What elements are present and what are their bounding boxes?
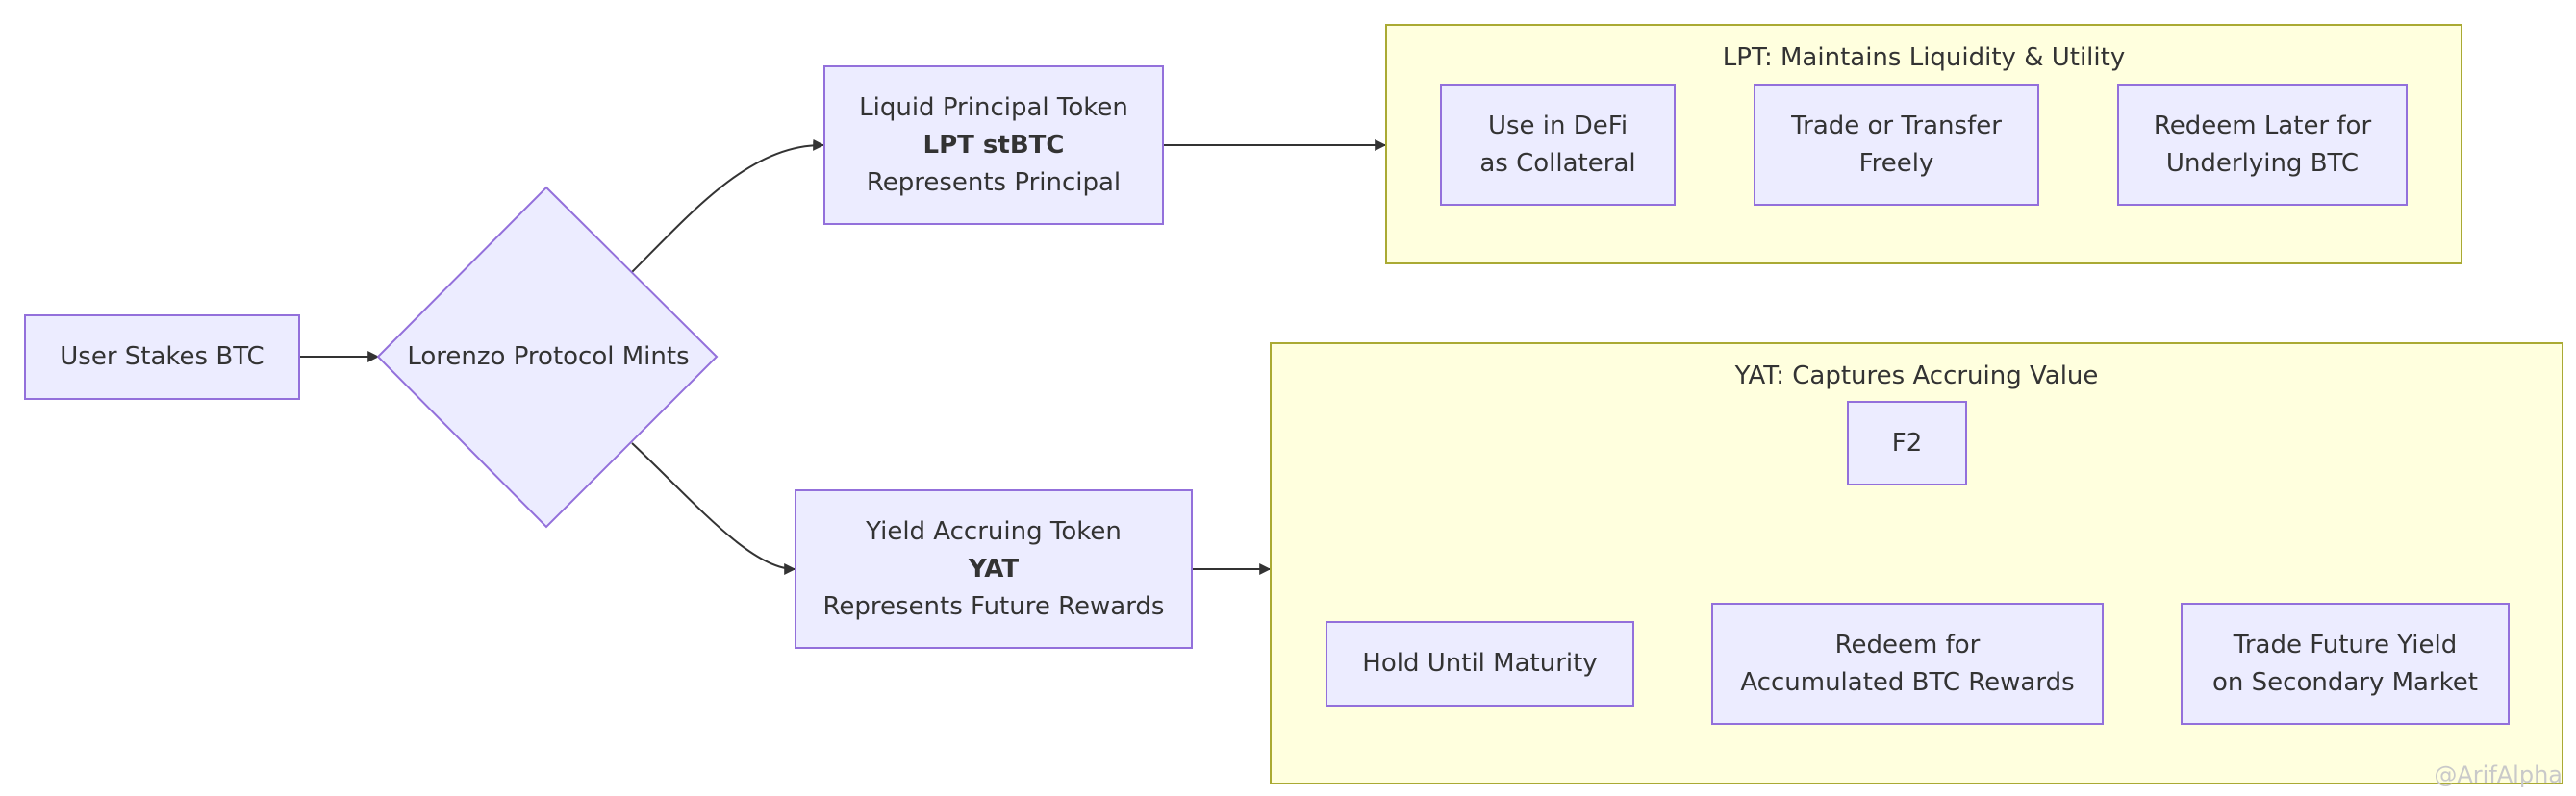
edge-lorenzo-to-lpt bbox=[631, 138, 825, 273]
node-trade-future-yield: Trade Future Yield on Secondary Market bbox=[2181, 603, 2510, 725]
node-lpt-line3: Represents Principal bbox=[866, 167, 1122, 197]
node-redeem-accumulated-line2: Accumulated BTC Rewards bbox=[1740, 667, 2075, 697]
node-lpt-stbtc: Liquid Principal Token LPT stBTC Represe… bbox=[823, 65, 1164, 225]
cluster-lpt-title: LPT: Maintains Liquidity & Utility bbox=[1722, 43, 2126, 72]
node-use-in-defi-line2: as Collateral bbox=[1479, 148, 1636, 178]
node-use-in-defi-line1: Use in DeFi bbox=[1487, 111, 1629, 140]
cluster-yat-title: YAT: Captures Accruing Value bbox=[1734, 361, 2099, 390]
node-redeem-later-line2: Underlying BTC bbox=[2165, 148, 2360, 178]
node-yat-line3: Represents Future Rewards bbox=[822, 591, 1165, 621]
edge-lorenzo-to-yat bbox=[631, 442, 796, 575]
node-hold-until-maturity-label: Hold Until Maturity bbox=[1362, 649, 1598, 678]
node-user-stakes-btc-label: User Stakes BTC bbox=[60, 342, 265, 371]
node-use-in-defi: Use in DeFi as Collateral bbox=[1440, 84, 1676, 206]
node-user-stakes-btc: User Stakes BTC bbox=[24, 314, 300, 400]
node-hold-until-maturity: Hold Until Maturity bbox=[1326, 621, 1634, 707]
node-trade-or-transfer-line2: Freely bbox=[1858, 148, 1934, 178]
node-f2: F2 bbox=[1847, 401, 1967, 485]
watermark-text: @ArifAlpha bbox=[2434, 761, 2563, 788]
node-lpt-line2: LPT stBTC bbox=[922, 130, 1065, 160]
node-redeem-later-line1: Redeem Later for bbox=[2153, 111, 2372, 140]
node-trade-future-yield-line1: Trade Future Yield bbox=[2233, 630, 2458, 659]
node-yat-line2: YAT bbox=[968, 554, 1020, 584]
node-lorenzo-label: Lorenzo Protocol Mints bbox=[407, 342, 690, 371]
node-yat: Yield Accruing Token YAT Represents Futu… bbox=[795, 489, 1193, 649]
node-yat-line1: Yield Accruing Token bbox=[866, 516, 1122, 546]
node-redeem-later: Redeem Later for Underlying BTC bbox=[2117, 84, 2408, 206]
node-redeem-accumulated-line1: Redeem for bbox=[1834, 630, 1981, 659]
node-f2-label: F2 bbox=[1891, 428, 1923, 458]
node-trade-or-transfer: Trade or Transfer Freely bbox=[1754, 84, 2039, 206]
node-redeem-accumulated: Redeem for Accumulated BTC Rewards bbox=[1711, 603, 2104, 725]
node-lpt-line1: Liquid Principal Token bbox=[859, 92, 1128, 122]
node-trade-or-transfer-line1: Trade or Transfer bbox=[1791, 111, 2002, 140]
node-trade-future-yield-line2: on Secondary Market bbox=[2212, 667, 2478, 697]
